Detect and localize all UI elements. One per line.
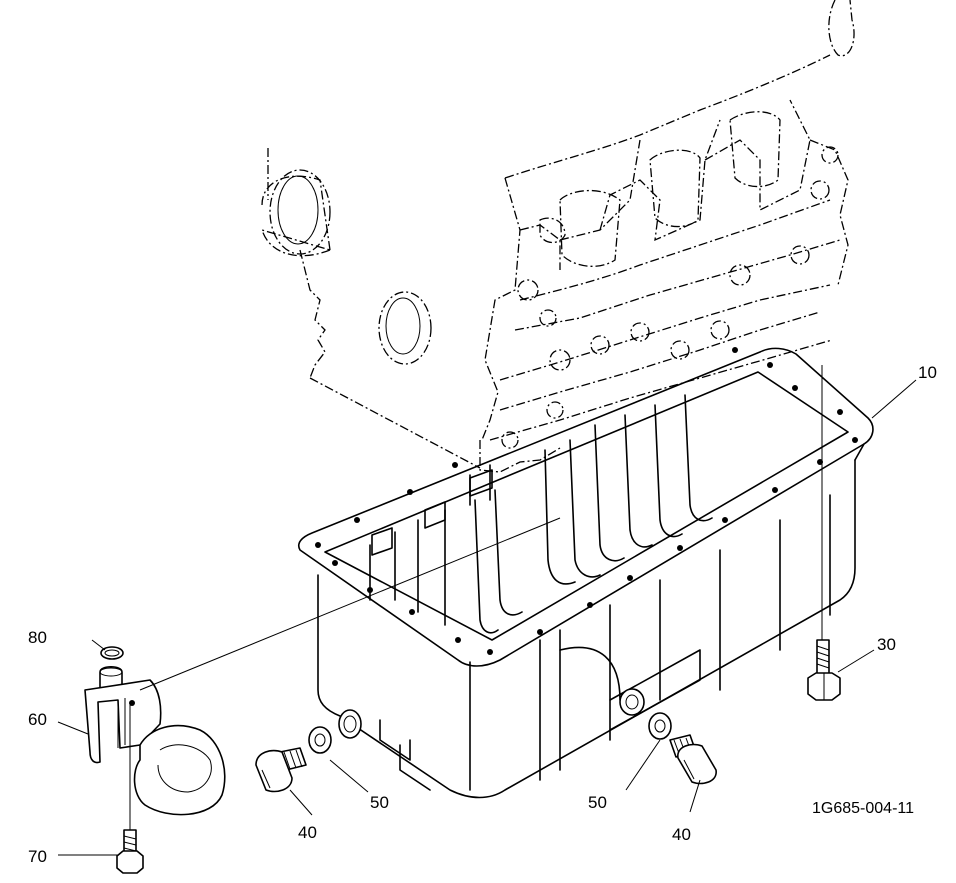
callout-50-left: 50 [370, 793, 389, 812]
gasket-50-right [648, 712, 672, 740]
flange-bolt-holes [315, 347, 858, 655]
callout-40-left: 40 [298, 823, 317, 842]
callout-30: 30 [877, 635, 896, 654]
callout-10: 10 [918, 363, 937, 382]
leader-lines [57, 379, 917, 856]
strainer-bolt-70 [116, 703, 144, 874]
callout-labels: 10 30 40 50 50 40 80 60 70 1G685-004-11 [28, 363, 937, 866]
drawing-code: 1G685-004-11 [812, 800, 914, 817]
callout-50-right: 50 [588, 793, 607, 812]
drain-plug-40-left [255, 747, 307, 793]
pan-bolt-30 [807, 365, 841, 701]
callout-80: 80 [28, 628, 47, 647]
callout-70: 70 [28, 847, 47, 866]
gasket-50-left [308, 726, 332, 754]
callout-60: 60 [28, 710, 47, 729]
oil-pan [297, 347, 874, 799]
callout-40-right: 40 [672, 825, 691, 844]
engine-block [261, 0, 855, 473]
drain-plug-40-right [669, 734, 717, 785]
oil-strainer-60 [84, 517, 561, 816]
o-ring-80 [100, 646, 124, 660]
